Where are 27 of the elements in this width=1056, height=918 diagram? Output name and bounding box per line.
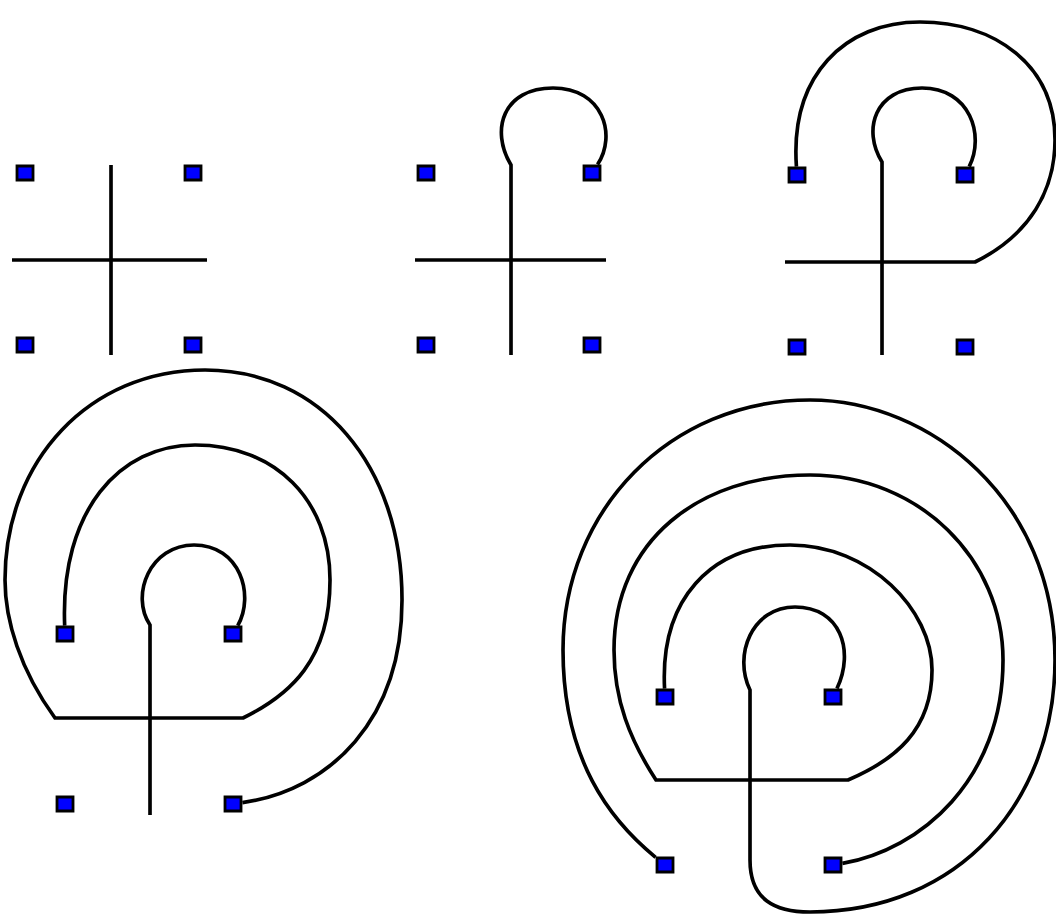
square-marker — [955, 166, 975, 184]
curved-line — [499, 86, 608, 355]
curved-line — [871, 86, 978, 355]
curved-line — [785, 20, 1056, 264]
square-marker — [787, 338, 807, 356]
square-marker — [416, 164, 436, 182]
curved-line — [612, 473, 1005, 866]
square-marker — [582, 336, 602, 354]
curved-line — [561, 398, 1056, 914]
square-marker — [223, 795, 243, 813]
curved-line — [140, 543, 247, 815]
square-marker — [15, 336, 35, 354]
square-marker — [183, 336, 203, 354]
square-marker — [223, 625, 243, 643]
curved-line — [3, 368, 404, 805]
square-marker — [787, 166, 807, 184]
square-marker — [823, 856, 843, 874]
square-marker — [55, 795, 75, 813]
square-marker — [655, 688, 675, 706]
square-marker — [955, 338, 975, 356]
square-marker — [655, 856, 675, 874]
square-marker — [582, 164, 602, 182]
square-marker — [416, 336, 436, 354]
square-marker — [183, 164, 203, 182]
square-marker — [15, 164, 35, 182]
square-marker — [823, 688, 843, 706]
square-marker — [55, 625, 75, 643]
